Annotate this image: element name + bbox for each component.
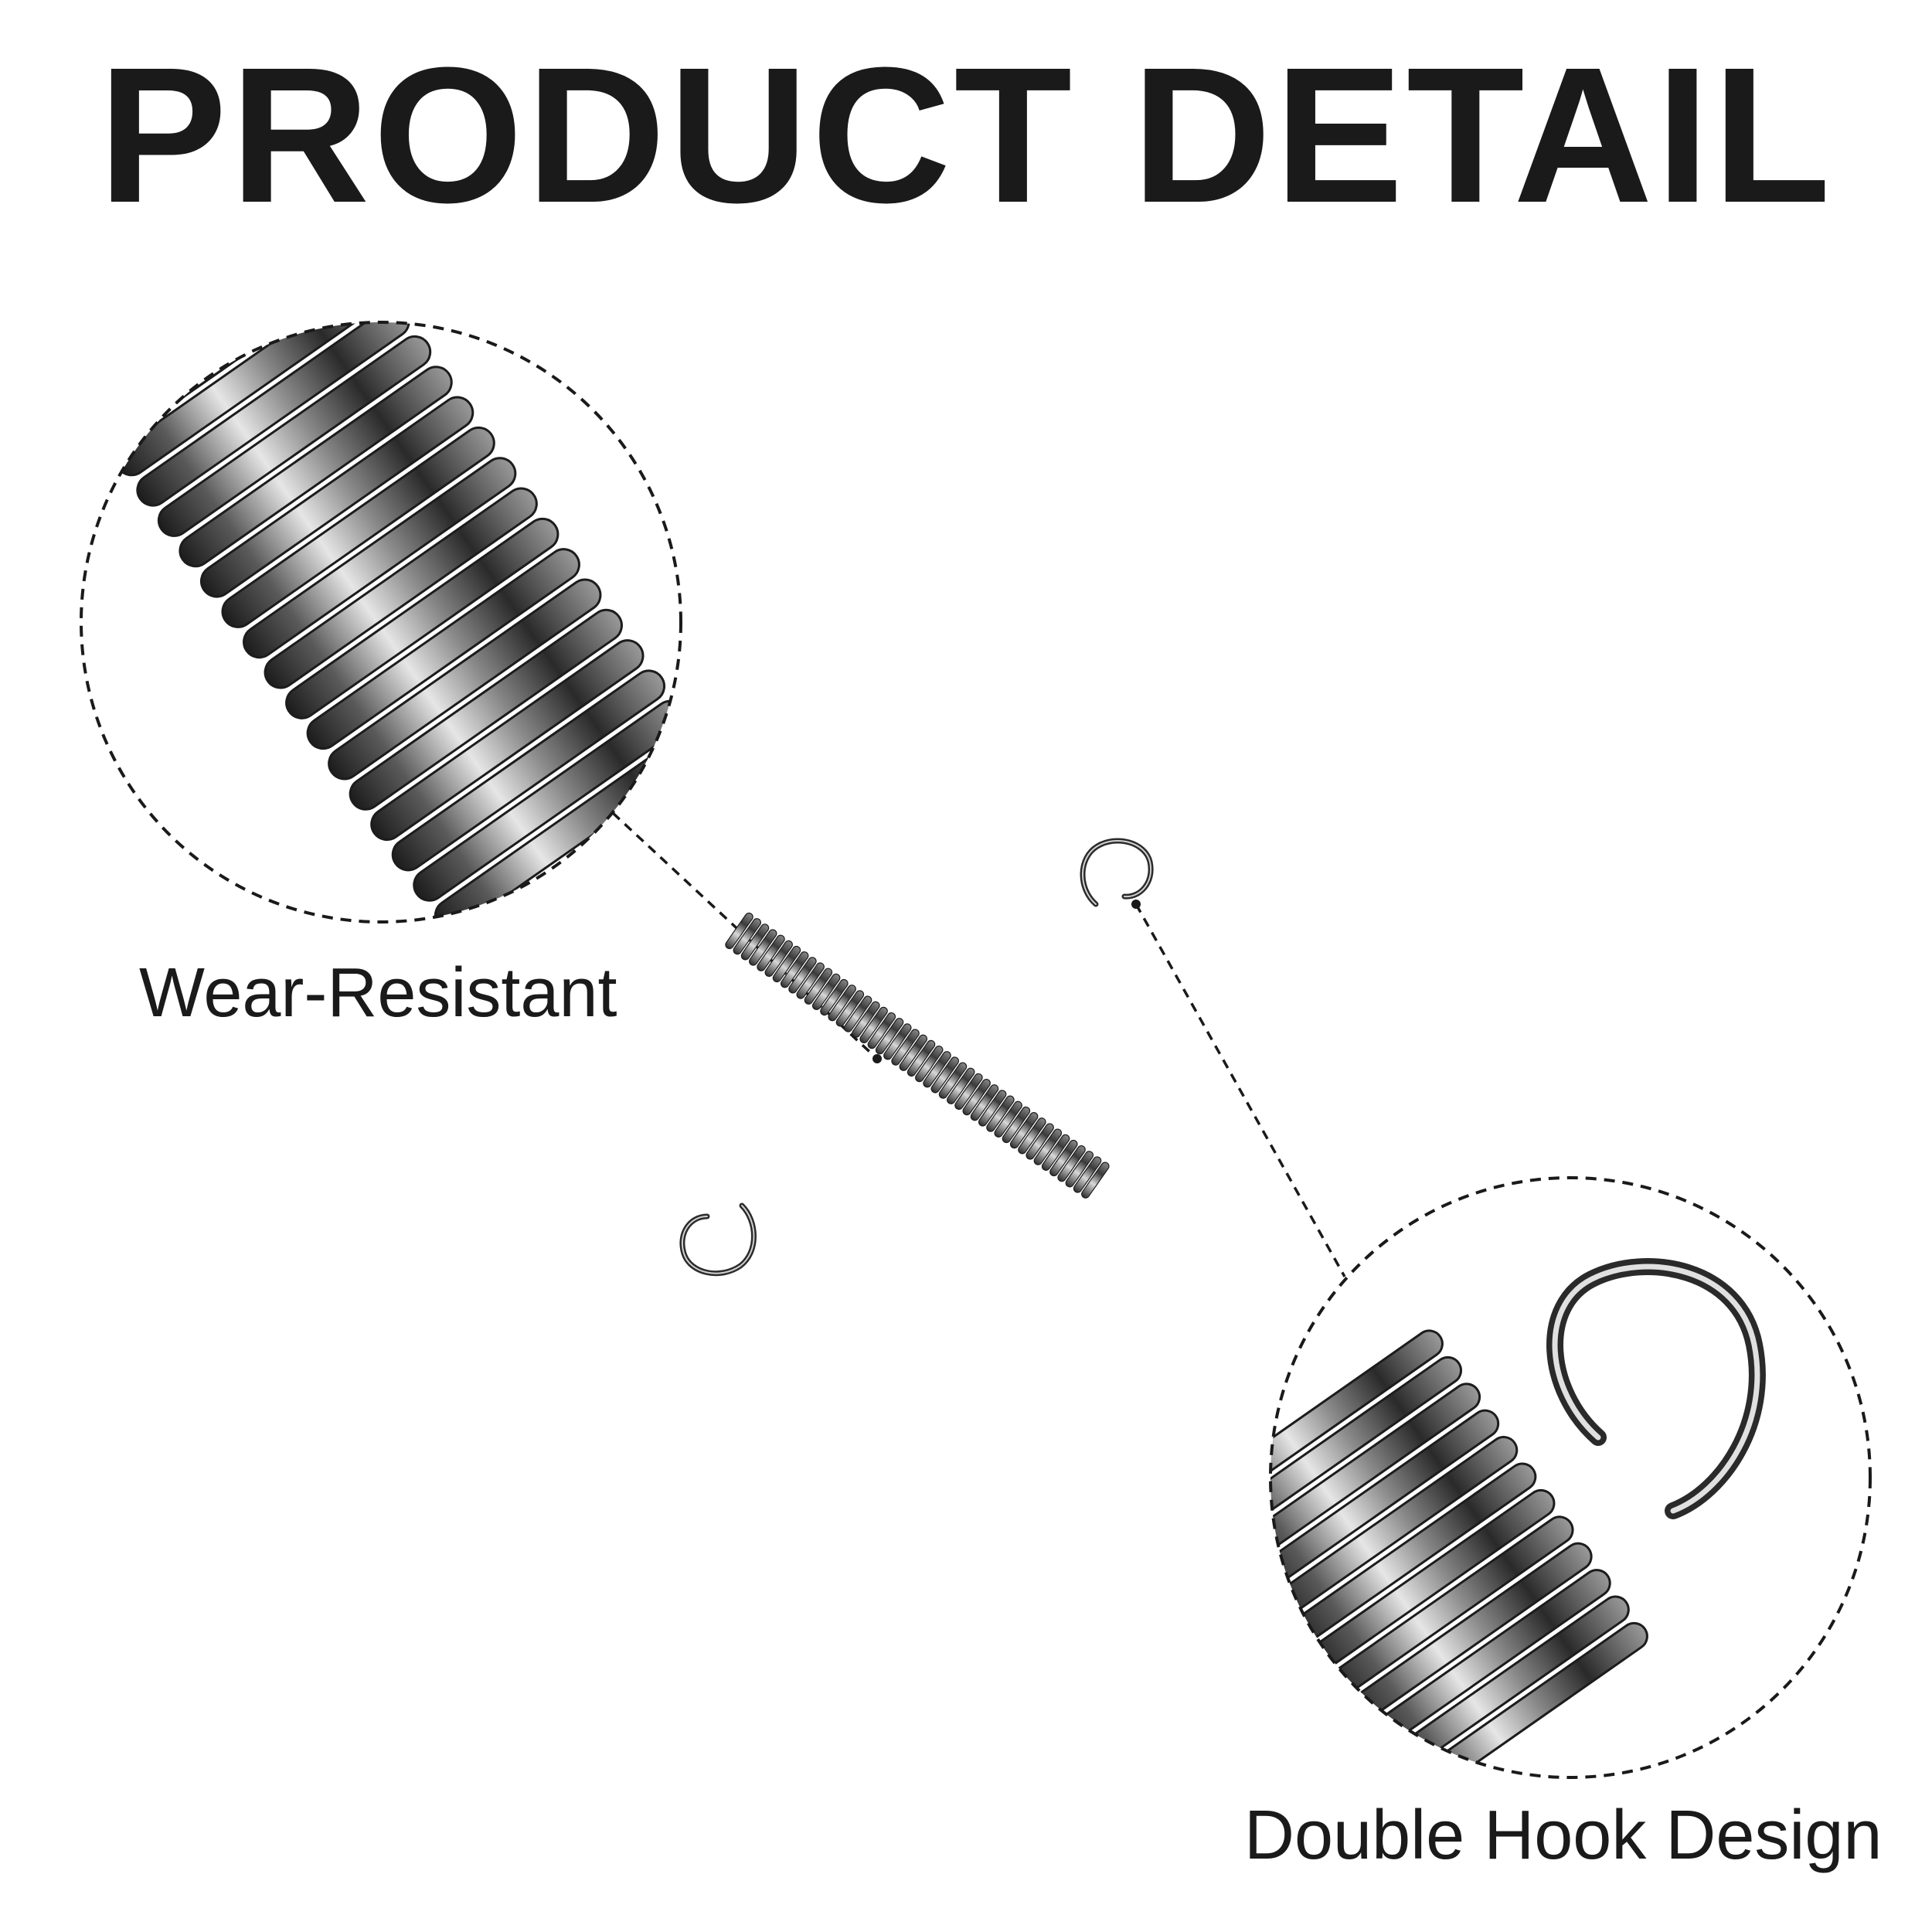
coil-closeup-image	[81, 322, 681, 922]
spring-coil-turn	[820, 978, 849, 1016]
spring-coil-turn	[938, 1062, 968, 1099]
spring-coil-turn	[954, 1073, 983, 1111]
spring-coil-turn	[930, 1056, 959, 1094]
spring-coil-turn	[978, 1090, 1007, 1127]
spring-coil-turn	[828, 985, 856, 1022]
coil-turn	[413, 699, 681, 902]
coil-turn	[391, 669, 666, 872]
leader-dot-left	[872, 1054, 882, 1063]
leader-dot-right	[1131, 900, 1141, 909]
spring-coil-turn	[915, 1045, 944, 1083]
spring-coil-turn	[1049, 1139, 1078, 1177]
spring-coil-turn	[923, 1051, 951, 1088]
spring-coil-turn	[749, 929, 777, 966]
spring-coil-turn	[843, 995, 872, 1032]
wear-resistant-label: Wear-Resistant	[139, 954, 617, 1032]
spring-coil-turn	[1026, 1123, 1054, 1160]
coil-turn	[370, 639, 645, 842]
spring-coil-turn	[883, 1023, 912, 1060]
spring-coil-turn	[796, 962, 825, 999]
spring-coil-turn	[780, 951, 809, 988]
spring-coil-turn	[772, 945, 801, 983]
spring-coil-turn	[899, 1034, 928, 1071]
spring-coil-turn	[1065, 1151, 1094, 1188]
coil-closeup-zoom	[80, 321, 682, 923]
spring-coil-turn	[1009, 1112, 1039, 1149]
spring-coil-turn	[725, 912, 753, 950]
coil-turn	[179, 366, 453, 568]
zoom-circle-right	[1269, 1176, 1872, 1779]
spring-coil-turn	[764, 940, 793, 978]
spring-coil-turn	[947, 1067, 975, 1104]
coil-turn	[285, 517, 560, 719]
spring-coil-turn	[788, 957, 817, 994]
page-title: PRODUCT DETAIL	[98, 27, 1834, 243]
coil-turn	[1270, 1409, 1500, 1592]
spring-coil-turn	[1041, 1134, 1070, 1171]
spring-coil-turn	[994, 1100, 1022, 1138]
coil-turn	[157, 335, 432, 537]
spring-coil-turn	[970, 1084, 999, 1121]
spring-coil-turn	[757, 934, 785, 971]
spring-coil-turn	[891, 1029, 920, 1066]
coil-turn	[199, 396, 474, 598]
spring-coil-turn	[733, 918, 761, 955]
coil-turn	[81, 322, 304, 355]
spring-coil-turn	[1033, 1128, 1063, 1165]
spring-coil-turn	[962, 1079, 991, 1116]
hook-loop-large	[1546, 1258, 1766, 1519]
spring-coil-turn	[1002, 1106, 1031, 1144]
spring-coil-turn	[1018, 1117, 1046, 1155]
spring-coil-turn	[1081, 1162, 1110, 1199]
spring-coil-turn	[1057, 1145, 1086, 1182]
spring-coil-turn	[859, 1006, 888, 1044]
spring-coil-turn	[986, 1095, 1015, 1132]
spring-coil-turn	[804, 968, 833, 1005]
spring-coil-turn	[1073, 1156, 1102, 1193]
coil-turn	[264, 487, 538, 689]
spring-coil-turn	[852, 1001, 880, 1038]
coil-turn	[306, 548, 580, 750]
coil-turn	[349, 608, 623, 811]
coil-turn	[243, 457, 517, 659]
coil-turn	[221, 426, 495, 628]
zoom-circle-left	[80, 321, 682, 923]
hook-closeup-zoom	[1269, 1176, 1872, 1779]
coil-turn	[1270, 1329, 1444, 1512]
leader-line-right	[1134, 903, 1346, 1277]
spring-coil-turn	[867, 1012, 896, 1049]
coil-turn	[328, 578, 602, 781]
coil-turn	[136, 322, 410, 507]
spring-coil-turn	[875, 1018, 904, 1055]
extension-spring	[679, 838, 1154, 1277]
coil-turn	[1270, 1355, 1462, 1539]
spring-coil-turn	[906, 1039, 936, 1077]
spring-coil-turn	[811, 973, 841, 1011]
coil-turn	[1270, 1383, 1481, 1565]
spring-coil-turn	[740, 923, 770, 961]
double-hook-design-label: Double Hook Design	[1244, 1797, 1883, 1874]
spring-coil-turn	[835, 990, 865, 1027]
